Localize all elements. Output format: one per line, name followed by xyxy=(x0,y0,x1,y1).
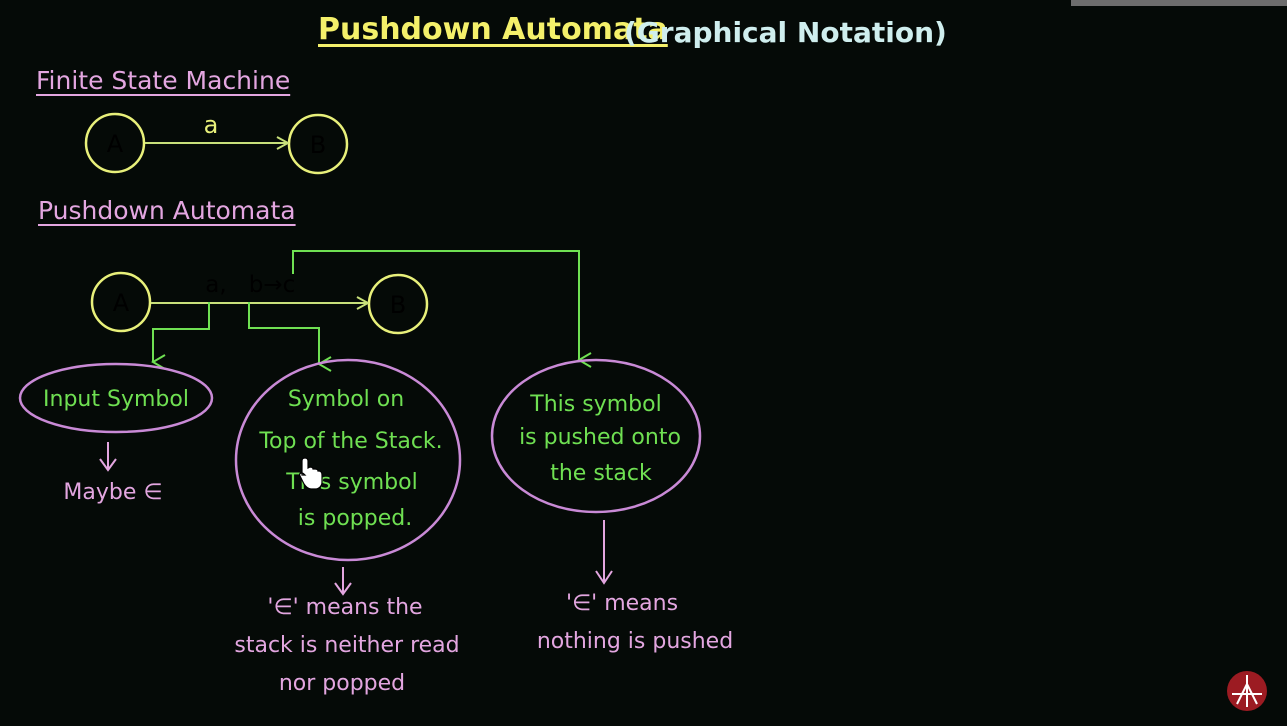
stack-note-arrowhead xyxy=(334,582,352,596)
brand-logo-icon xyxy=(1227,671,1267,711)
pda-state-a-label: A xyxy=(113,289,130,317)
input-symbol-connector xyxy=(151,302,210,370)
pushed-note-1: '∈' means xyxy=(566,591,678,616)
pda-label-input: a, xyxy=(205,272,226,298)
window-top-bar xyxy=(1071,0,1287,6)
fsm-heading: Finite State Machine xyxy=(36,66,291,95)
stack-note-1: '∈' means the xyxy=(267,595,422,620)
input-symbol-text: Input Symbol xyxy=(43,387,189,412)
pushed-note-2: nothing is pushed xyxy=(537,629,733,654)
pda-state-b-label: B xyxy=(390,291,406,319)
page-subtitle: (Graphical Notation) xyxy=(624,16,947,49)
pushed-symbol-ellipse xyxy=(490,358,702,514)
pushed-text-3: the stack xyxy=(550,461,652,486)
pushed-note-arrowhead xyxy=(595,570,613,585)
input-note: Maybe ∈ xyxy=(63,480,162,505)
pda-heading: Pushdown Automata xyxy=(38,196,296,225)
stack-note-2: stack is neither read xyxy=(234,633,459,658)
stack-top-text-1: Symbol on xyxy=(288,387,404,412)
input-symbol-ellipse xyxy=(18,362,214,434)
page-title: Pushdown Automata xyxy=(318,12,668,47)
stack-note-3: nor popped xyxy=(279,671,405,696)
stack-top-connector xyxy=(248,302,332,372)
pushed-text-1: This symbol xyxy=(529,392,661,417)
stack-top-text-2: Top of the Stack. xyxy=(258,429,442,454)
mouse-cursor-icon xyxy=(299,457,323,490)
pink-arrows xyxy=(99,442,613,596)
fsm-state-b-label: B xyxy=(310,131,326,159)
pushed-text-2: is pushed onto xyxy=(519,425,681,450)
input-note-arrowhead xyxy=(99,458,117,472)
fsm-state-a-label: A xyxy=(107,130,124,158)
fsm-state-a xyxy=(84,112,146,174)
stack-top-ellipse xyxy=(234,358,462,562)
pushed-symbol-connector xyxy=(292,250,592,368)
fsm-transition-label: a xyxy=(204,111,219,139)
pda-state-a xyxy=(90,271,152,333)
stack-top-text-4: is popped. xyxy=(298,506,412,531)
pda-label-stack: b→c xyxy=(249,272,296,298)
